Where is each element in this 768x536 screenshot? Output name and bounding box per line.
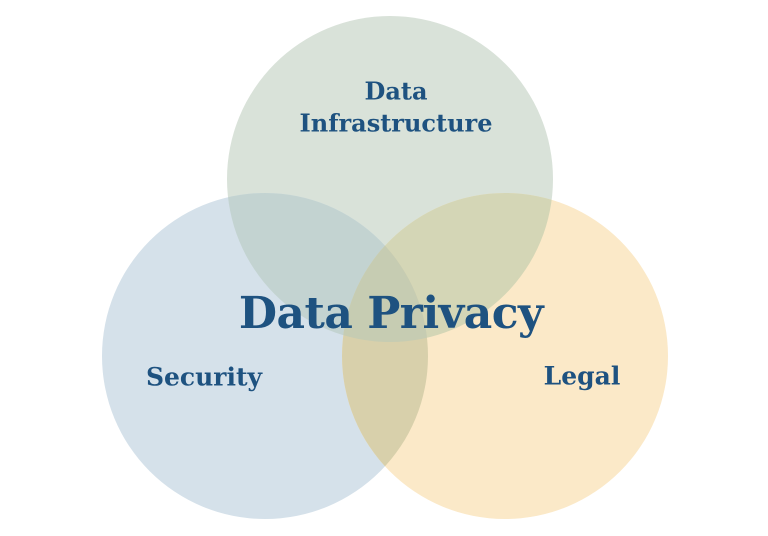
legal-label: Legal bbox=[543, 361, 621, 391]
infrastructure-legal-overlap bbox=[342, 193, 553, 342]
security-label: Security bbox=[145, 362, 263, 392]
data-privacy-title: Data Privacy bbox=[238, 287, 544, 339]
infrastructure-security-overlap bbox=[227, 193, 428, 342]
data-infrastructure-label: Data Infrastructure bbox=[299, 76, 493, 137]
